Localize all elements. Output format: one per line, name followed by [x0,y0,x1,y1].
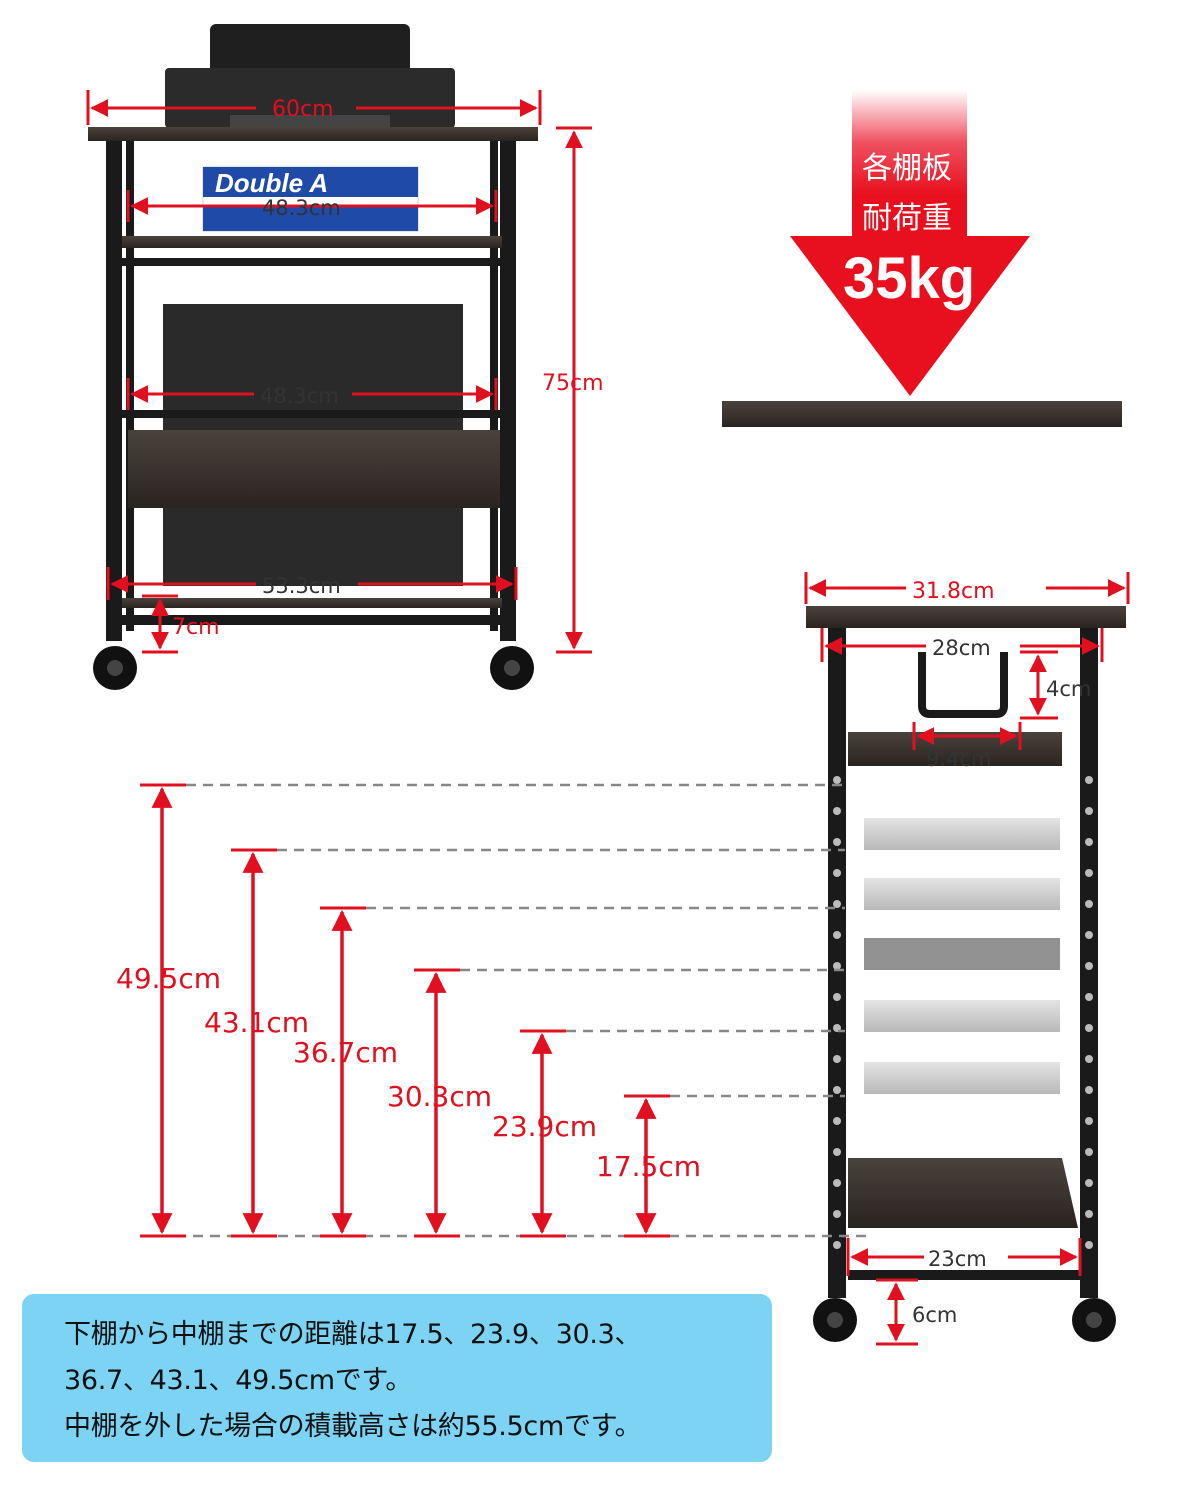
bottom-bar [106,615,516,625]
front-crossboard [128,430,500,508]
leg-hole [833,1210,841,1218]
paper-brand-text: Double A [215,168,328,198]
leg-hole [1085,993,1093,1001]
leg-hole [1085,1117,1093,1125]
load-label-line2: 耐荷重 [862,201,952,236]
upper-shelf [122,236,502,248]
upper-shelf-bar [122,258,502,266]
leg-hole [1085,1210,1093,1218]
leg-hole [833,900,841,908]
dim-height-431: 43.1cm [204,1006,309,1039]
leg-hole [1085,1148,1093,1156]
top-board [88,127,538,141]
side-dimensions [804,572,1130,1346]
paper-ream-label-top [203,167,418,197]
leg-hole [833,1148,841,1156]
leg-hole [1085,900,1093,908]
leg-hole [833,962,841,970]
leg-hole [1085,776,1093,784]
leg-hole [1085,838,1093,846]
leg-hole [1085,869,1093,877]
leg-hole [833,1117,841,1125]
printer-paper-tray [210,24,410,74]
dim-side-depth-top: 31.8cm [912,579,995,604]
shelf-position-5 [864,1062,1060,1094]
leg-hole [1085,962,1093,970]
leg-hole [1085,1086,1093,1094]
dim-front-inner-upper: 48.3cm [262,196,341,220]
load-capacity-graphic [722,90,1122,427]
leg-hole [833,931,841,939]
front-post-left-inner [126,141,134,631]
leg-hole [833,1241,841,1249]
dim-side-wheel-clearance: 6cm [912,1303,957,1327]
dim-side-hook-width: 9.4cm [926,747,991,771]
load-arrow-head [790,236,1030,396]
dim-height-175: 17.5cm [596,1150,701,1183]
leg-hole [833,838,841,846]
dim-front-inner-middle: 48.3cm [260,384,339,408]
leg-hole [1085,807,1093,815]
front-dimensions [86,90,592,654]
dim-height-367: 36.7cm [293,1036,398,1069]
leg-hole [1085,1024,1093,1032]
dim-height-303: 30.3cm [387,1080,492,1113]
leg-hole [833,993,841,1001]
load-value: 35kg [843,246,975,311]
side-wheel-left-hub [827,1312,843,1328]
note-line-3: 中棚を外した場合の積載高さは約55.5cmです。 [64,1411,642,1442]
front-wheel-right-hub [504,660,520,676]
leg-hole [1085,1055,1093,1063]
shelf-distance-note: 下棚から中棚までの距離は17.5、23.9、30.3、 36.7、43.1、49… [22,1294,772,1462]
load-shelf-board [722,401,1122,427]
printer-body [165,68,455,128]
leg-hole [1085,931,1093,939]
leg-hole [833,1055,841,1063]
shelf-height-dimensions [140,783,870,1238]
dim-front-width-bottom: 53.3cm [262,574,341,598]
side-bottom-bar [848,1270,1080,1280]
leg-hole [833,869,841,877]
leg-adjustment-holes [833,776,1093,1249]
dim-front-wheel-clearance: 7cm [172,615,220,640]
printer-output [230,115,390,127]
dim-side-hook-height: 4cm [1046,677,1091,701]
shelf-position-3 [864,938,1060,970]
dim-front-height: 75cm [542,371,604,396]
side-top-board [806,606,1126,628]
dim-side-inner-depth: 28cm [932,636,991,660]
side-bottom-shelf [848,1158,1078,1228]
note-line-2: 36.7、43.1、49.5cmです。 [64,1365,413,1396]
front-leg-right [500,141,516,641]
side-view-cart [806,606,1126,1342]
shelf-position-2 [864,878,1060,910]
side-wheel-right-hub [1086,1312,1102,1328]
leg-hole [833,1179,841,1187]
front-leg-left [106,141,122,641]
front-post-right-inner [490,141,498,631]
headphone-hook [918,652,1008,718]
front-wheel-left-hub [107,660,123,676]
note-line-1: 下棚から中棚までの距離は17.5、23.9、30.3、 [64,1319,642,1350]
leg-hole [833,776,841,784]
dim-side-bottom-depth: 23cm [928,1247,987,1271]
dim-height-239: 23.9cm [492,1110,597,1143]
leg-hole [1085,1241,1093,1249]
leg-hole [833,807,841,815]
middle-bar [122,410,502,418]
shelf-position-1 [864,818,1060,850]
bottom-shelf [122,598,502,608]
load-arrow-shaft [852,90,967,240]
leg-hole [833,1086,841,1094]
dim-front-width-top: 60cm [272,97,334,122]
load-label-line1: 各棚板 [862,151,952,186]
shelf-position-4 [864,1000,1060,1032]
leg-hole [1085,1179,1093,1187]
dim-height-495: 49.5cm [116,962,221,995]
